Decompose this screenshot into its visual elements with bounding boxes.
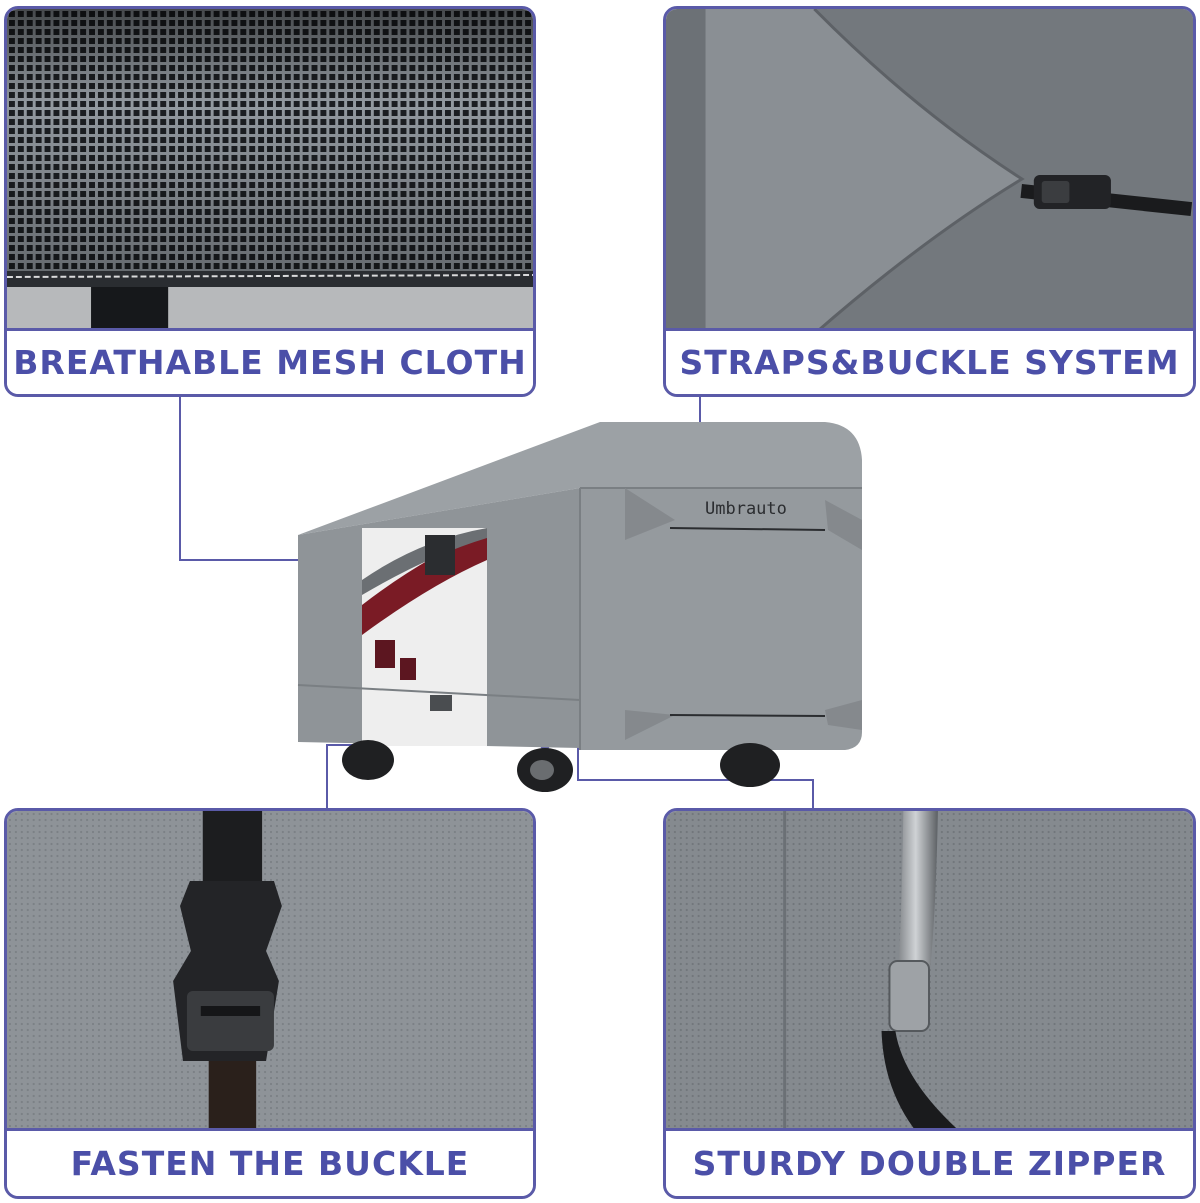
buckle-closeup-image [7, 811, 533, 1134]
caption-mesh: BREATHABLE MESH CLOTH [7, 328, 533, 394]
brand-label: Umbrauto [705, 499, 787, 519]
feature-panel-zipper: STURDY DOUBLE ZIPPER [663, 808, 1196, 1199]
feature-panel-buckle: FASTEN THE BUCKLE [4, 808, 536, 1199]
mesh-closeup-image [7, 9, 533, 334]
straps-closeup-image [666, 9, 1193, 334]
feature-panel-straps: STRAPS&BUCKLE SYSTEM [663, 6, 1196, 397]
caption-buckle: FASTEN THE BUCKLE [7, 1128, 533, 1196]
rv-cover-illustration: Umbrauto [297, 422, 862, 792]
caption-straps: STRAPS&BUCKLE SYSTEM [666, 328, 1193, 394]
caption-zipper: STURDY DOUBLE ZIPPER [666, 1128, 1193, 1196]
rv-exposed-side [362, 528, 487, 746]
feature-panel-mesh: BREATHABLE MESH CLOTH [4, 6, 536, 397]
zipper-closeup-image [666, 811, 1193, 1134]
